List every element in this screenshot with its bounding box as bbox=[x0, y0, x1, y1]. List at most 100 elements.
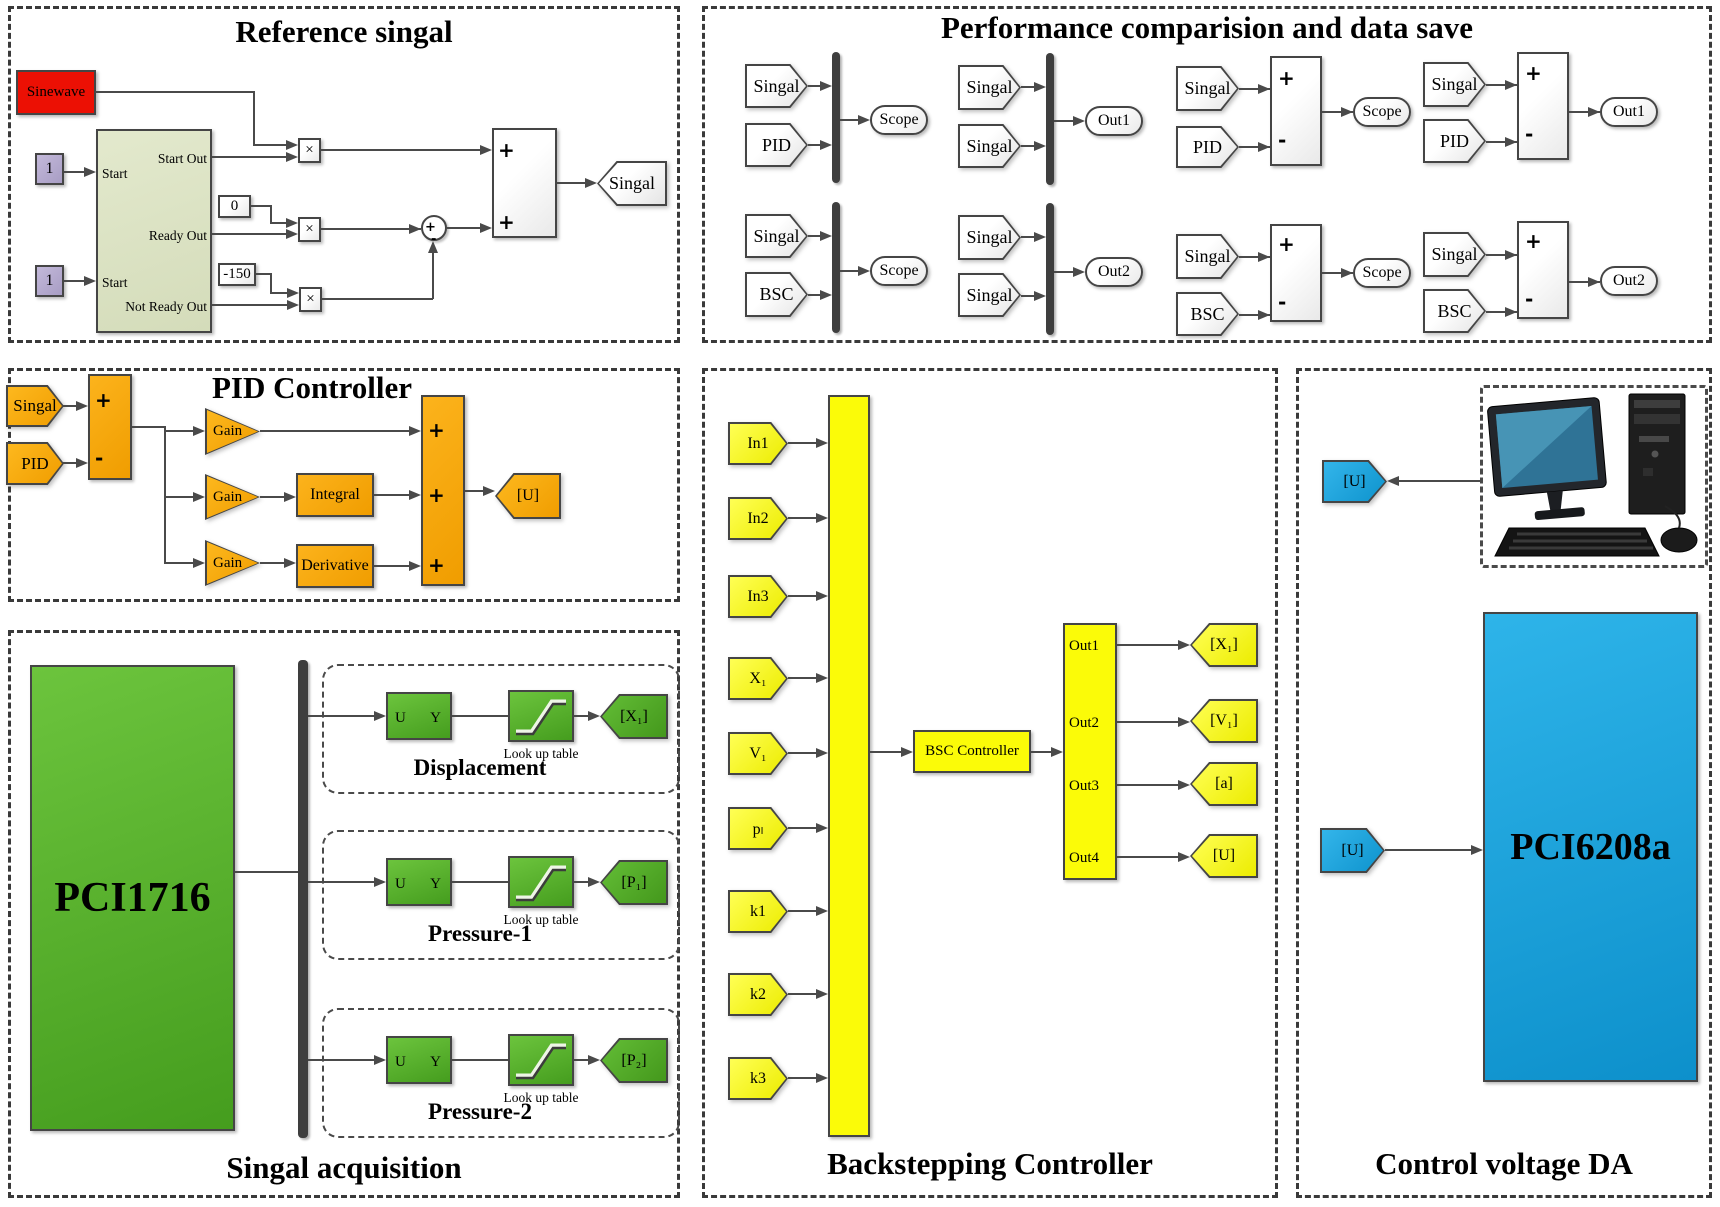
arrowhead bbox=[193, 558, 205, 568]
sum-sign: + bbox=[1278, 66, 1295, 90]
arrowhead bbox=[1034, 141, 1046, 151]
wire bbox=[788, 677, 816, 679]
port-label-start-out: Start Out bbox=[157, 151, 207, 166]
sum-sign: + bbox=[1525, 229, 1542, 253]
tag-k3: k3 bbox=[728, 1057, 788, 1100]
wire bbox=[574, 881, 588, 883]
arrowhead bbox=[286, 152, 298, 162]
bsc-demux-block: Out1 Out2 Out3 Out4 bbox=[1063, 623, 1117, 880]
tag-x1-goto: [X₁] bbox=[600, 694, 668, 739]
wire bbox=[1021, 86, 1036, 88]
arrowhead bbox=[1588, 277, 1600, 287]
gain-i-block: Gain bbox=[205, 474, 260, 520]
wire bbox=[1054, 120, 1073, 122]
tag-in2: In2 bbox=[728, 497, 788, 540]
scope-block: Scope bbox=[870, 256, 928, 286]
constant-neg150-block: -150 bbox=[218, 263, 256, 286]
wire bbox=[1390, 480, 1480, 482]
wire bbox=[1054, 271, 1073, 273]
tag-p1-goto: [P₁] bbox=[600, 860, 668, 905]
port-label-not-ready-out: Not Ready Out bbox=[125, 299, 207, 314]
constant-1-block: 1 bbox=[35, 153, 64, 185]
arrowhead bbox=[1073, 116, 1085, 126]
tag-x1: X₁ bbox=[728, 657, 788, 700]
arrowhead bbox=[858, 115, 870, 125]
wire bbox=[1569, 111, 1600, 113]
arrowhead bbox=[1505, 250, 1517, 260]
sinewave-block: Sinewave bbox=[16, 70, 96, 115]
tag-singal-from: Singal bbox=[1423, 232, 1486, 277]
arrowhead bbox=[1034, 291, 1046, 301]
wire bbox=[574, 715, 588, 717]
arrowhead bbox=[816, 1073, 828, 1083]
scope-block: Scope bbox=[1353, 97, 1411, 127]
arrowhead bbox=[76, 458, 88, 468]
arrowhead bbox=[286, 140, 298, 150]
wire bbox=[270, 273, 272, 294]
arrowhead bbox=[76, 401, 88, 411]
performance-title: Performance comparision and data save bbox=[940, 10, 1474, 45]
arrowhead bbox=[374, 711, 386, 721]
displacement-label: Displacement bbox=[413, 755, 547, 780]
port-label-ready-out: Ready Out bbox=[148, 228, 207, 243]
tag-v1: V₁ bbox=[728, 732, 788, 775]
sum-sign: + bbox=[498, 210, 515, 234]
sum-sign: + bbox=[428, 553, 445, 577]
tag-pid-from: PID bbox=[1423, 119, 1486, 163]
wire bbox=[322, 298, 433, 300]
wire bbox=[1385, 849, 1471, 851]
sum-sign: - bbox=[431, 232, 437, 247]
pid-title: PID Controller bbox=[211, 370, 413, 405]
outport-block: Out1 bbox=[1600, 97, 1658, 127]
wire bbox=[260, 562, 284, 564]
arrowhead bbox=[1341, 268, 1353, 278]
uy-u-label: U bbox=[395, 876, 406, 892]
wire bbox=[308, 715, 374, 717]
wire bbox=[95, 91, 255, 93]
tag-u-goto: [U] bbox=[495, 473, 561, 519]
gain-p-block: Gain bbox=[205, 408, 260, 455]
wire bbox=[270, 292, 287, 294]
sum-sign: - bbox=[1278, 290, 1287, 314]
lookup-caption: Look up table bbox=[503, 746, 579, 761]
uy-block: U Y bbox=[386, 1036, 452, 1084]
bsc-controller-block: BSC Controller bbox=[913, 730, 1031, 773]
wire bbox=[447, 227, 480, 229]
arrowhead bbox=[1073, 267, 1085, 277]
tag-singal-from: Singal bbox=[745, 214, 808, 258]
gain-d-block: Gain bbox=[205, 540, 260, 586]
tag-k2: k2 bbox=[728, 973, 788, 1016]
subbox-displacement bbox=[322, 664, 680, 794]
arrowhead bbox=[1178, 780, 1190, 790]
tag-singal-from: Singal bbox=[958, 215, 1021, 260]
pressure1-label: Pressure-1 bbox=[428, 921, 532, 946]
sum-sign: + bbox=[428, 418, 445, 442]
arrowhead bbox=[1471, 845, 1483, 855]
lookup-table-block bbox=[508, 1034, 574, 1086]
wire bbox=[1239, 88, 1270, 90]
arrowhead bbox=[284, 558, 296, 568]
tag-k1: k1 bbox=[728, 890, 788, 933]
arrowhead bbox=[409, 561, 421, 571]
mux-bar bbox=[832, 52, 840, 183]
wire bbox=[808, 85, 822, 87]
uy-u-label: U bbox=[395, 1054, 406, 1070]
sum-block bbox=[492, 128, 557, 238]
section-pid-controller bbox=[8, 368, 680, 602]
arrowhead bbox=[1505, 137, 1517, 147]
tag-bsc-from: BSC bbox=[1176, 292, 1239, 336]
wire bbox=[270, 222, 286, 224]
backstepping-title: Backstepping Controller bbox=[827, 1146, 1153, 1181]
arrowhead bbox=[1258, 310, 1270, 320]
wire bbox=[235, 871, 298, 873]
arrowhead bbox=[1341, 107, 1353, 117]
scope-block: Scope bbox=[870, 105, 928, 135]
product-block: × bbox=[299, 287, 322, 312]
sum-sign: - bbox=[1278, 128, 1287, 152]
sum-sign: - bbox=[1525, 122, 1534, 146]
sum-sign: + bbox=[1278, 232, 1295, 256]
arrowhead bbox=[1258, 84, 1270, 94]
wire bbox=[260, 430, 409, 432]
wire bbox=[870, 751, 901, 753]
